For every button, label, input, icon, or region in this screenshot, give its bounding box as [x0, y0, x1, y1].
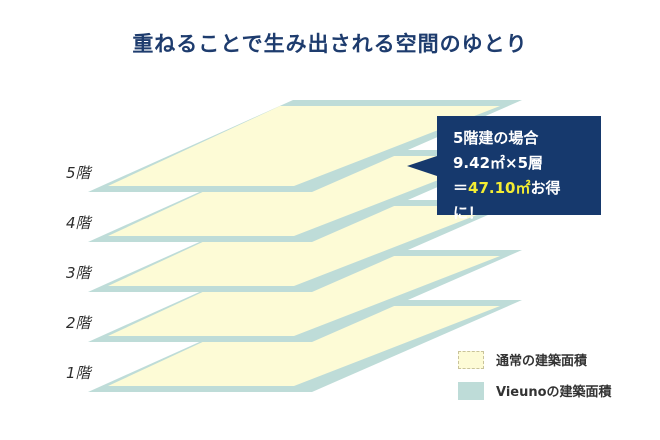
normal-area-floor-2	[108, 256, 500, 336]
floor-label: 5階	[66, 164, 91, 182]
floor-label: 4階	[66, 214, 91, 232]
floor-label: 3階	[66, 264, 91, 282]
callout-pointer	[407, 156, 437, 176]
savings-callout: 5階建の場合 9.42㎡×5層 ＝47.10㎡お得に！	[407, 116, 601, 222]
floor-label: 1階	[66, 364, 91, 382]
legend-vieuno: Vieunoの建築面積	[458, 381, 612, 400]
normal-area-floor-5	[108, 106, 500, 186]
normal-area-floor-3	[108, 206, 500, 286]
legend-swatch-normal	[458, 350, 484, 369]
legend-label-normal: 通常の建築面積	[496, 354, 588, 369]
normal-area-floor-1	[108, 306, 500, 386]
callout-suffix: お得に！	[453, 179, 561, 222]
page-title: 重ねることで生み出される空間のゆとり	[132, 32, 528, 56]
callout-line-2: 9.42㎡×5層	[453, 154, 544, 172]
callout-prefix: ＝	[453, 179, 469, 197]
callout-highlight: 47.10㎡	[468, 179, 531, 197]
normal-area-floor-4	[108, 156, 500, 236]
callout-line-1: 5階建の場合	[453, 129, 539, 147]
legend-label-vieuno: Vieunoの建築面積	[496, 385, 612, 400]
floor-label: 2階	[66, 314, 91, 332]
legend-normal: 通常の建築面積	[458, 350, 587, 369]
legend-swatch-vieuno	[458, 381, 484, 400]
callout-line-3: ＝47.10㎡お得に！	[453, 176, 589, 226]
